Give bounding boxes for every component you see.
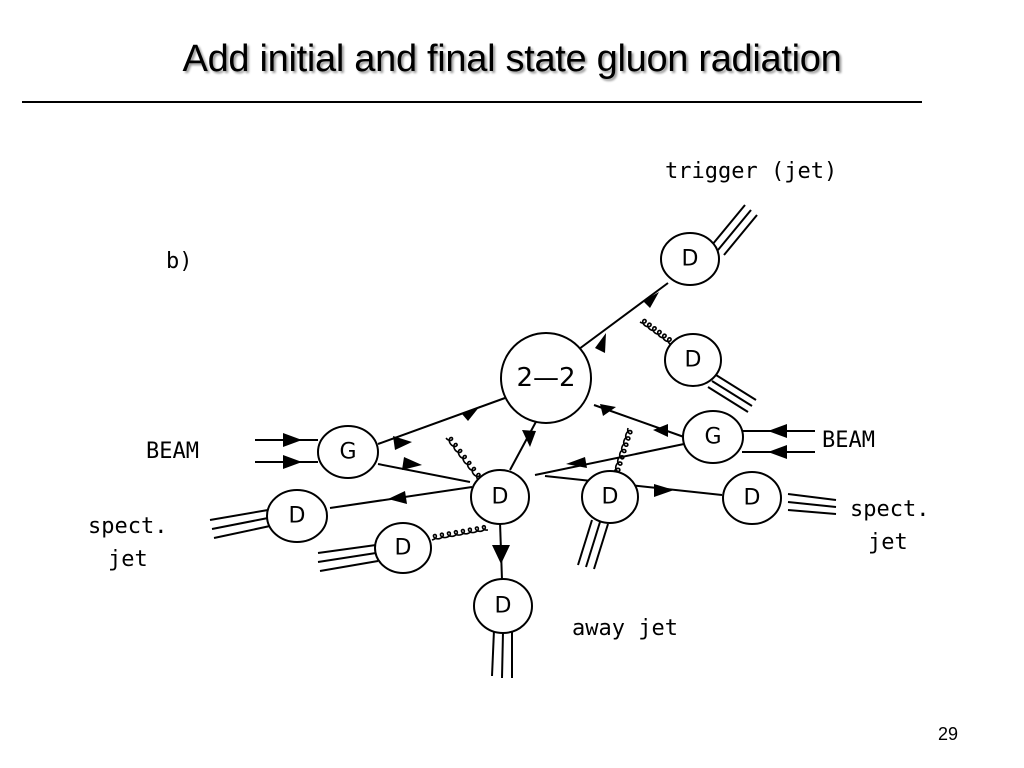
arrowhead-hard-to-trigger [595,333,606,353]
hard-scatter-label: 2—2 [516,363,575,393]
trigger-jet-label: trigger (jet) [665,159,837,184]
parton-g-left-to-center [377,463,471,483]
spect-right-label-2: jet [868,530,908,555]
d-away-label: D [495,594,512,619]
jet-lines-center-right [577,519,609,570]
page-number: 29 [938,724,959,744]
d-away-node [473,578,533,634]
gluon-coil-lower [431,524,489,541]
jet-lines-upper-right [707,374,757,413]
panel-label: b) [166,249,193,274]
jet-lines-lower-left [317,544,379,572]
arrowhead-trigger-2 [643,292,659,308]
d-gluon-upper-node [664,333,722,387]
d-trigger-label: D [682,247,699,272]
parton-g-left-to-hard [377,397,506,445]
g-right-node [682,410,744,464]
arrowhead-to-spect-left [388,491,407,504]
d-lower-left-node [374,522,432,574]
parton-g-right-to-center [534,443,685,476]
arrowhead-g-left-upper [393,436,412,450]
slide-title: Add initial and final state gluon radiat… [182,38,842,80]
d-lower-left-label: D [395,536,412,561]
d-spect-left-node [266,489,328,543]
arrowhead-to-hard-right [600,404,616,416]
jet-lines-trigger [711,204,758,256]
d-center-node [470,469,530,525]
g-left-label: G [339,440,356,465]
d-trigger-node [660,232,720,286]
arrowhead-beam-left-lower [283,455,302,469]
gluon-coil-left [445,436,481,481]
arrowhead-g-right [653,424,668,437]
arrowhead-to-center-right [566,457,587,468]
d-right-label: D [744,486,761,511]
arrowhead-beam-right-upper [768,424,787,438]
arrowhead-to-away [492,545,510,564]
away-jet-label: away jet [572,616,678,641]
d-center-label: D [492,485,509,510]
title-divider [22,101,922,103]
gluon-coil-right [613,427,633,473]
arrowhead-beam-right-lower [768,445,787,459]
d-center-right-label: D [602,485,619,510]
d-right-node [722,471,782,525]
d-center-right-node [581,470,639,524]
arrowhead-beam-left-upper [283,433,302,447]
jet-lines-away [491,629,513,679]
jet-lines-spect-left [209,509,271,539]
d-spect-left-label: D [289,504,306,529]
arrowhead-g-left-lower [402,457,422,470]
hard-scatter-node [500,332,592,424]
beam-right-label: BEAM [822,428,875,453]
arrowhead-to-hard-left [462,406,480,421]
beam-left-label: BEAM [146,439,199,464]
parton-hard-to-center [509,417,539,471]
parton-hard-to-trigger [574,282,669,353]
jet-lines-spect-right [787,493,837,515]
g-left-node [317,425,379,479]
d-gluon-upper-label: D [685,348,702,373]
g-right-label: G [704,425,721,450]
spect-left-label-1: spect. [88,514,167,539]
arrowhead-to-spect-right [654,484,674,497]
gluon-coil-upper [639,318,672,345]
arrowhead-down-center [522,430,536,447]
spect-left-label-2: jet [108,547,148,572]
spect-right-label-1: spect. [850,497,929,522]
